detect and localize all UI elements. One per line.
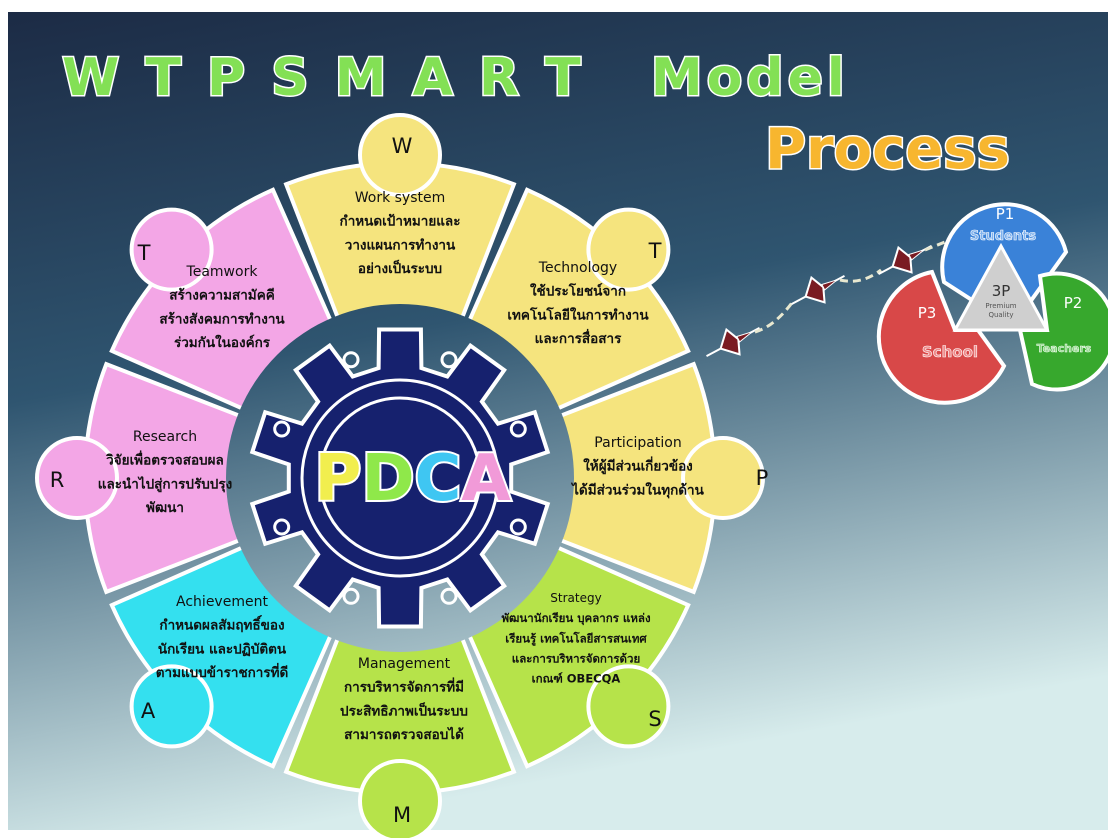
segment-letter-s: S: [648, 707, 661, 731]
segment-tab: [586, 207, 671, 292]
segment-line: สร้างความสามัคคี: [169, 288, 275, 304]
segment-tab: [35, 436, 119, 520]
segment-line: สร้างสังคมการทำงาน: [159, 311, 285, 327]
gear-hole: [342, 351, 360, 369]
gear-hole: [440, 351, 458, 369]
segment-title-a: Achievement: [176, 594, 268, 610]
gear-hole: [509, 420, 527, 438]
segment-line: และนำไปสู่การปรับปรุง: [98, 475, 232, 492]
segment-letter-t2: T: [648, 239, 662, 263]
dart-arrow: [706, 327, 760, 357]
p1-text: Students: [970, 229, 1036, 244]
segment-t1: [109, 187, 355, 433]
gear-inner-ring-2: [318, 396, 482, 560]
three-p-diagram: 3P Premium Quality P1 Students P2 Teache…: [876, 202, 1108, 405]
gear-hole: [273, 518, 291, 536]
segment-line: เทคโนโลยีในการทำงาน: [507, 305, 649, 323]
pdca-letter-c: C: [415, 442, 462, 516]
pdca-letter-d: D: [361, 442, 414, 516]
main-title: W T P S M A R T Model: [62, 48, 849, 108]
segment-t2: [445, 187, 691, 433]
pdca-letter-p: P: [315, 442, 362, 516]
segment-tab: [129, 664, 214, 749]
wheel: [35, 113, 765, 838]
arrow-chain: [706, 238, 951, 357]
segment-p: [509, 361, 765, 595]
p3-text: School: [922, 343, 978, 361]
segment-line: ตามแบบข้าราชการที่ดี: [156, 662, 289, 681]
p2-teachers-shape: [1017, 271, 1108, 392]
process-title: Process: [765, 117, 1010, 182]
segment-line: เรียนรู้ เทคโนโลยีสารสนเทศ: [505, 630, 647, 646]
segment-line: และการสื่อสาร: [535, 328, 622, 347]
pdca-letter-a: A: [461, 442, 511, 516]
segment-tab: [586, 664, 671, 749]
segment-tab: [681, 436, 765, 520]
three-p-center-line1: Premium: [985, 302, 1016, 310]
three-p-triangle: [952, 242, 1050, 332]
pdca-gear: [249, 327, 551, 629]
segment-line: ใช้ประโยชน์จาก: [530, 282, 626, 300]
segment-line: สามารถตรวจสอบได้: [344, 726, 464, 743]
gear-hole: [509, 518, 527, 536]
dart-arrow: [791, 275, 845, 305]
segment-line: พัฒนา: [146, 500, 184, 516]
segment-line: และการบริหารจัดการด้วย: [512, 651, 640, 665]
segment-line: วางแผนการทำงาน: [345, 237, 456, 253]
segment-line: อย่างเป็นระบบ: [358, 259, 442, 277]
segment-line: วิจัยเพื่อตรวจสอบผล: [106, 450, 224, 469]
segment-title-m: Management: [358, 656, 451, 672]
p3-label: P3: [918, 304, 937, 322]
p1-label: P1: [996, 205, 1015, 223]
three-p-center-title: 3P: [992, 282, 1011, 300]
gear-inner-ring: [300, 378, 500, 578]
segment-line: ให้ผู้มีส่วนเกี่ยวข้อง: [583, 456, 693, 475]
segment-letter-w: W: [392, 134, 413, 158]
segment-line: พัฒนานักเรียน บุคลากร แหล่ง: [501, 611, 651, 626]
segment-line: ประสิทธิภาพเป็นระบบ: [340, 701, 468, 719]
segment-line: กำหนดผลสัมฤทธิ์ของ: [159, 615, 284, 634]
segment-s: [445, 523, 691, 769]
p3-school-shape: [876, 269, 1007, 405]
segment-letter-m: M: [393, 803, 411, 827]
segment-letter-r: R: [50, 468, 65, 492]
gear-hole: [440, 587, 458, 605]
segment-tab: [358, 759, 442, 838]
gear-hole: [273, 420, 291, 438]
segment-letter-a: A: [141, 699, 156, 723]
segment-title-t2: Technology: [538, 260, 617, 276]
segment-line: ได้มีส่วนร่วมในทุกด้าน: [570, 481, 704, 498]
segment-title-s: Strategy: [550, 591, 601, 605]
segment-letter-p: P: [756, 466, 769, 490]
gear-hole: [342, 587, 360, 605]
segment-texts: W Work system กำหนดเป้าหมายและวางแผนการทำง…: [50, 134, 769, 827]
segment-title-t1: Teamwork: [186, 264, 259, 280]
segment-m: [283, 587, 517, 838]
segment-shape: [109, 187, 355, 433]
three-p-center-line2: Quality: [988, 311, 1013, 319]
segment-r: [35, 361, 291, 595]
dart-arrow: [878, 245, 932, 275]
p2-label: P2: [1064, 294, 1083, 312]
segment-title-p: Participation: [594, 435, 681, 451]
segment-tab: [358, 113, 442, 197]
segment-title-r: Research: [133, 429, 197, 445]
segment-shape: [445, 523, 691, 769]
segment-shape: [82, 361, 291, 595]
segment-line: ร่วมกันในองค์กร: [174, 334, 271, 351]
segment-title-w: Work system: [355, 190, 446, 206]
segment-line: การบริหารจัดการที่มี: [344, 677, 464, 696]
segment-line: กำหนดเป้าหมายและ: [340, 214, 461, 230]
p2-text: Teachers: [1037, 342, 1092, 355]
segment-line: นักเรียน และปฏิบัติตน: [158, 641, 287, 657]
gear-shape: [249, 327, 551, 629]
segment-line: เกณฑ์ OBECQA: [532, 672, 621, 686]
segment-shape: [509, 361, 718, 595]
segment-tab: [129, 207, 214, 292]
segment-letter-t1: T: [137, 241, 151, 265]
